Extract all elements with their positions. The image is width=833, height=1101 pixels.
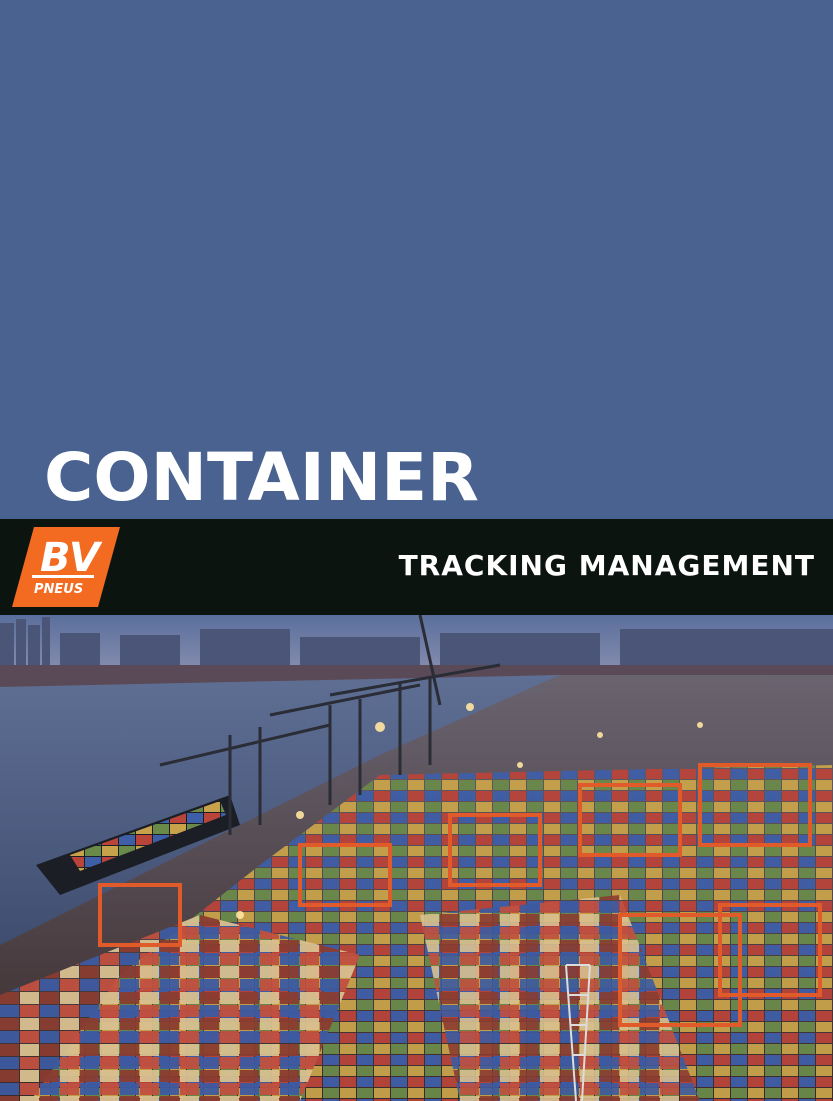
port-container-terminal-image	[0, 615, 833, 1101]
logo-letters: BV	[40, 535, 103, 581]
title-panel: CONTAINER	[0, 0, 833, 519]
logo-graphic: BV PNEUS	[12, 527, 120, 607]
document-subtitle: TRACKING MANAGEMENT	[398, 549, 815, 582]
logo-wordmark: PNEUS	[34, 582, 83, 597]
header-band: BV PNEUS TRACKING MANAGEMENT	[0, 519, 833, 615]
bv-pneus-logo: BV PNEUS	[12, 527, 120, 607]
document-title: CONTAINER	[44, 439, 479, 516]
